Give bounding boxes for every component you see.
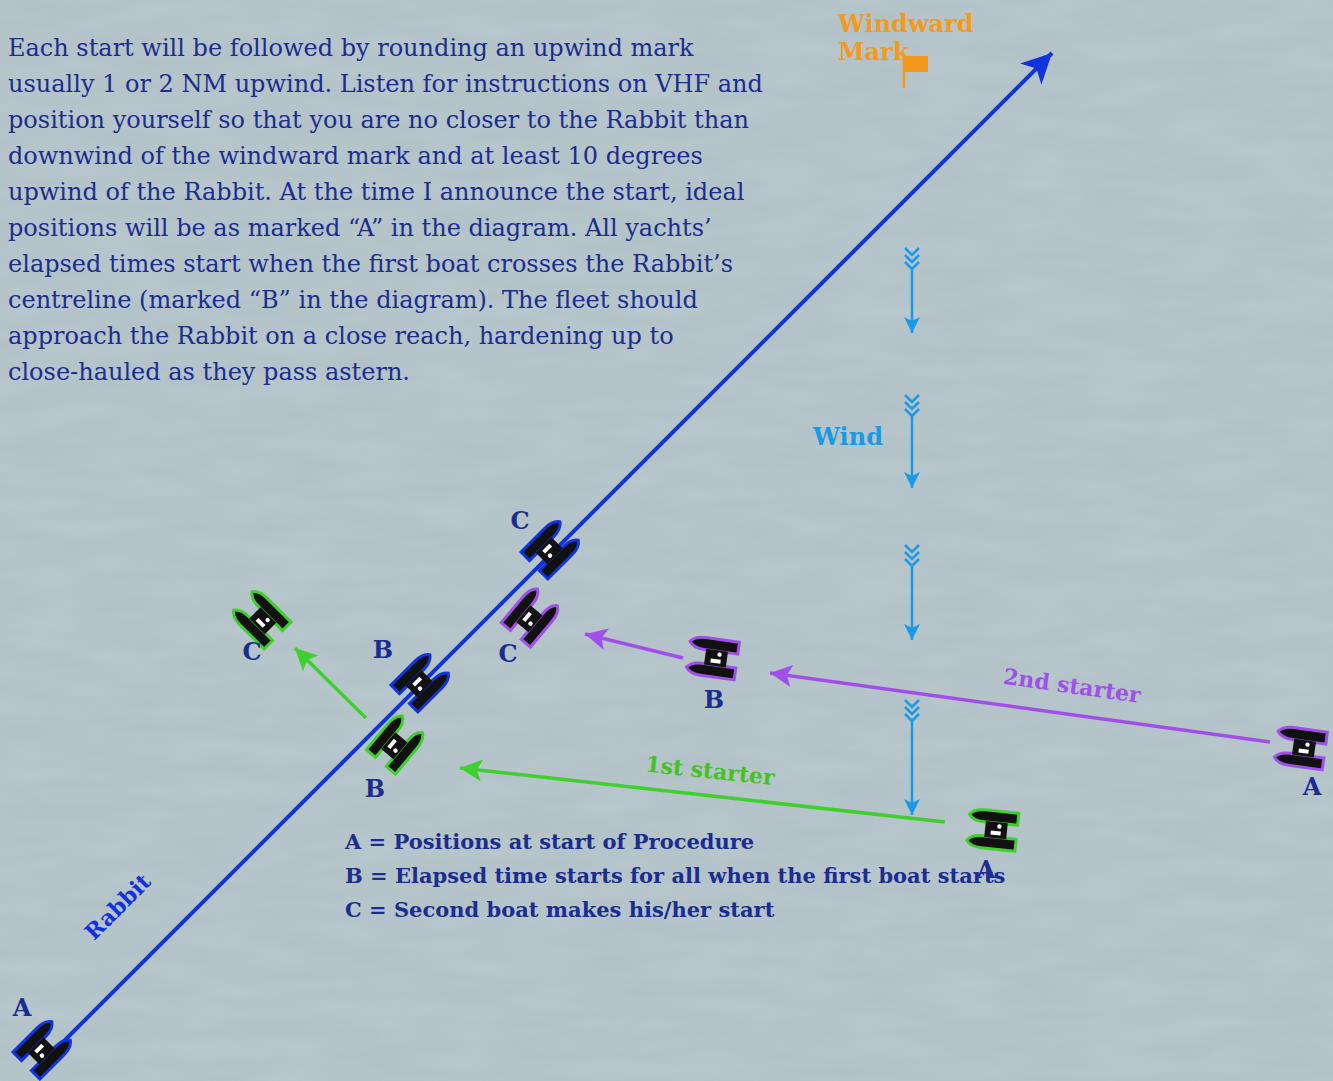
second-starter-boat — [501, 585, 562, 647]
instructions-block: Each start will be followed by rounding … — [8, 30, 776, 530]
position-letter: B — [704, 686, 724, 714]
first-starter-boat — [366, 712, 427, 774]
first-starter-boat — [966, 808, 1019, 851]
instructions-text: Each start will be followed by rounding … — [8, 34, 763, 386]
second-starter-track — [585, 634, 683, 658]
second-starter-boat — [686, 635, 740, 679]
key-line: A = Positions at start of Procedure — [345, 830, 754, 854]
position-letter: C — [242, 638, 261, 666]
wind-label: Wind — [813, 423, 883, 451]
position-letter: C — [510, 507, 529, 535]
second-starter-boat — [1274, 725, 1328, 769]
rabbit-boat — [521, 517, 583, 579]
mark-label: Windward Mark — [838, 10, 988, 65]
first-starter-track — [295, 648, 366, 718]
wind-arrows — [905, 248, 919, 815]
position-letter: A — [13, 994, 32, 1022]
wrap-shape — [476, 30, 776, 530]
position-letter: B — [373, 636, 393, 664]
position-letter: A — [1303, 773, 1322, 801]
position-letter: B — [365, 775, 385, 803]
rabbit-boat — [391, 650, 453, 712]
rabbit-boat — [13, 1017, 75, 1079]
key-line: B = Elapsed time starts for all when the… — [345, 864, 1005, 888]
position-letter: C — [498, 640, 517, 668]
key-line: C = Second boat makes his/her start — [345, 898, 774, 922]
